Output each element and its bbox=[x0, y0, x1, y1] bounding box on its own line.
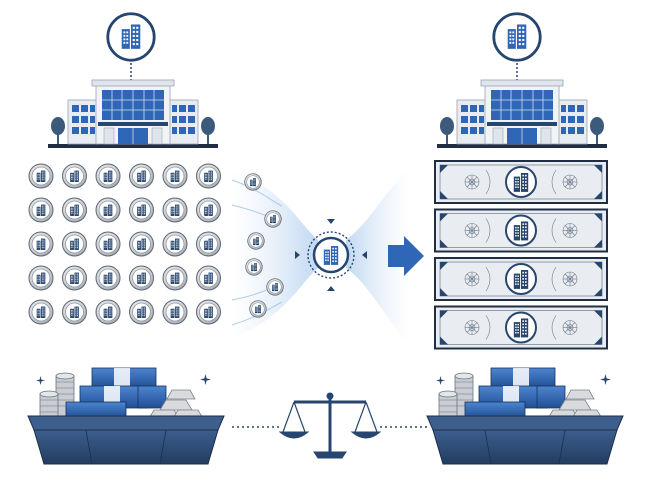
central-token bbox=[295, 214, 367, 296]
coin-token-icon bbox=[96, 164, 120, 188]
left-bank-building-icon bbox=[48, 79, 218, 148]
coin-token-icon bbox=[197, 198, 221, 222]
coin-token-icon bbox=[248, 233, 265, 250]
scale-balance-icon bbox=[278, 392, 382, 459]
coin-token-icon bbox=[63, 266, 87, 290]
right-arrow-icon bbox=[388, 236, 424, 276]
coin-token-icon bbox=[197, 164, 221, 188]
coin-token-icon bbox=[267, 279, 284, 296]
coin-token-icon bbox=[130, 232, 154, 256]
banknote-icon bbox=[435, 210, 607, 252]
coin-token-icon bbox=[197, 232, 221, 256]
coin-token-icon bbox=[63, 164, 87, 188]
right-institution-badge bbox=[494, 14, 540, 80]
coin-token-icon bbox=[130, 164, 154, 188]
coin-token-icon bbox=[96, 266, 120, 290]
banknote-icon bbox=[435, 161, 607, 203]
coin-token-icon bbox=[130, 300, 154, 324]
coin-token-icon bbox=[96, 198, 120, 222]
left-institution-badge bbox=[108, 14, 154, 80]
left-reserve-vault-icon bbox=[27, 367, 225, 465]
coin-token-icon bbox=[29, 266, 53, 290]
coin-token-icon bbox=[130, 266, 154, 290]
coin-token-grid bbox=[29, 164, 221, 324]
coin-token-icon bbox=[163, 198, 187, 222]
right-bank-building-icon bbox=[437, 79, 607, 148]
banknote-icon bbox=[435, 307, 607, 349]
coin-token-icon bbox=[163, 266, 187, 290]
coin-token-icon bbox=[130, 198, 154, 222]
coin-token-icon bbox=[29, 232, 53, 256]
coin-token-icon bbox=[246, 259, 263, 276]
compression-arrows bbox=[295, 214, 367, 296]
right-reserve-vault-icon bbox=[426, 367, 624, 465]
coin-token-icon bbox=[29, 300, 53, 324]
coin-token-icon bbox=[96, 300, 120, 324]
coin-token-icon bbox=[245, 174, 262, 191]
coin-token-icon bbox=[63, 300, 87, 324]
coin-token-icon bbox=[265, 211, 282, 228]
banknote-icon bbox=[435, 258, 607, 300]
coin-token-icon bbox=[63, 232, 87, 256]
banknote-stack bbox=[435, 161, 607, 349]
coin-token-icon bbox=[163, 232, 187, 256]
coin-token-icon bbox=[250, 301, 267, 318]
coin-token-icon bbox=[63, 198, 87, 222]
coin-token-icon bbox=[163, 164, 187, 188]
coin-token-icon bbox=[163, 300, 187, 324]
coin-token-icon bbox=[29, 164, 53, 188]
coin-token-icon bbox=[96, 232, 120, 256]
coin-token-icon bbox=[197, 266, 221, 290]
coin-token-icon bbox=[29, 198, 53, 222]
coin-token-icon bbox=[197, 300, 221, 324]
